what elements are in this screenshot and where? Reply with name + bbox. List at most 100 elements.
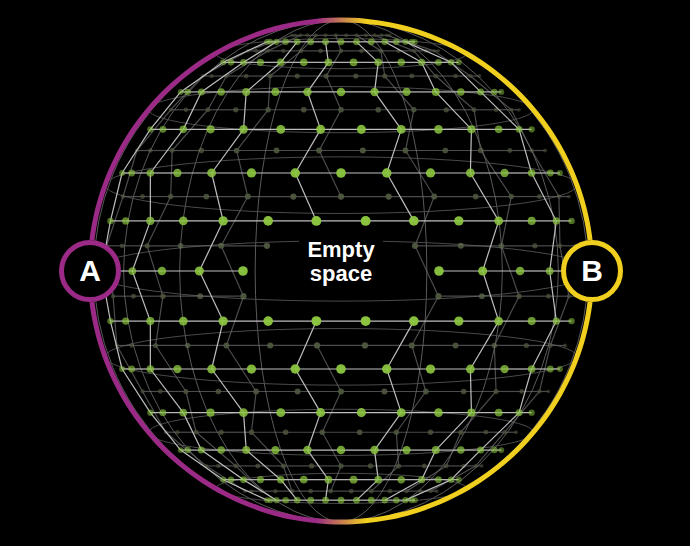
network-dot [281,463,286,468]
network-link [316,220,365,221]
network-link [251,432,283,466]
network-link [304,109,341,110]
network-dot [494,217,503,226]
point-circle: A [59,240,121,302]
network-link [456,345,495,346]
network-link [226,51,268,76]
network-link [414,51,436,76]
network-dot [409,74,414,79]
network-dot [300,476,308,484]
network-dot [325,476,333,484]
network-dot [179,126,187,134]
network-dot [316,125,325,134]
network-link [365,345,412,346]
network-dot [128,170,135,177]
network-link [226,75,246,76]
back-network [105,33,582,493]
network-link [268,220,316,221]
network-dot [233,107,238,112]
network-dot [422,463,427,468]
network-dot [426,168,435,177]
network-dot [303,88,311,96]
network-dot [257,59,264,66]
network-dot [255,463,260,468]
network-dot [276,125,285,134]
network-link [132,270,162,271]
network-link [150,92,180,129]
network-link [481,413,519,450]
network-dot [557,194,561,198]
network-dot [528,217,536,225]
network-dot [402,446,410,454]
network-dot [263,316,273,326]
network-link [212,369,244,413]
network-link [281,129,321,130]
network-dot [290,168,300,178]
network-dot [567,294,571,298]
network-dot [409,342,415,348]
network-dot [145,243,150,248]
network-dot [207,169,216,178]
network-dot [537,194,542,199]
network-link [221,245,267,246]
network-dot [553,217,560,224]
network-dot [466,365,475,374]
network-link [199,270,243,271]
network-link [181,245,222,246]
network-link [436,76,474,110]
network-link [356,480,378,500]
network-dot [495,126,503,134]
network-dot [146,317,154,325]
network-dot [271,88,279,96]
network-dot [411,107,416,112]
network-link [341,449,375,450]
network-dot [216,389,222,395]
network-dot [198,447,205,454]
network-link [150,321,151,369]
network-link [446,109,474,110]
network-link [519,369,532,413]
network-dot [216,464,220,468]
network-dot [437,49,441,53]
network-link [532,151,559,197]
network-link [341,196,389,197]
network-link [251,432,285,433]
network-link [133,296,162,297]
parallel-line [216,39,467,69]
network-link [385,75,412,76]
network-link [412,345,456,346]
network-dot [277,476,284,483]
network-link [470,129,471,173]
network-link [366,220,414,221]
network-dot [558,243,563,248]
network-dot [381,389,387,395]
network-dot [169,108,173,112]
parallel-line [149,87,534,133]
network-link [415,245,461,246]
network-dot [303,446,311,454]
network-dot [240,476,247,483]
network-link [307,413,320,450]
network-dot [219,430,224,435]
network-link [236,465,258,466]
network-link [201,450,243,480]
network-dot [268,74,273,79]
network-link [470,321,498,369]
network-dot [244,74,249,79]
network-dot [273,489,277,493]
network-dot [491,447,497,453]
network-dot [361,216,371,226]
network-dot [148,148,153,153]
network-link [361,412,401,413]
network-link [459,320,499,321]
network-dot [373,33,377,37]
network-dot [453,343,459,349]
network-link [270,51,301,76]
network-dot [300,59,308,67]
network-dot [228,59,234,65]
network-dot [456,477,462,483]
network-link [223,320,268,321]
network-dot [423,389,429,395]
network-link [186,391,196,432]
network-dot [404,489,408,493]
